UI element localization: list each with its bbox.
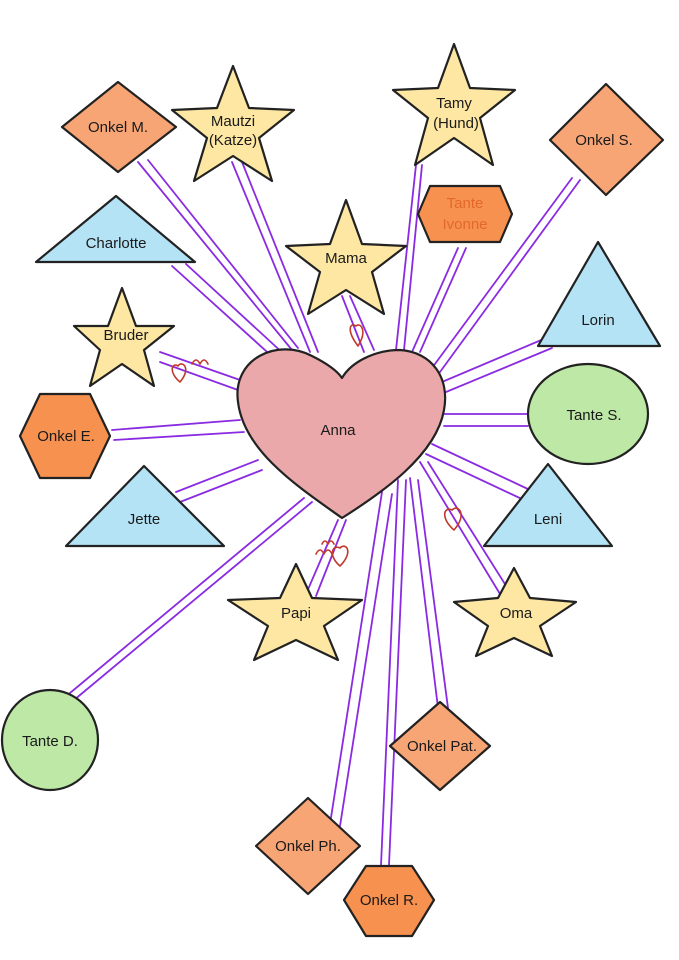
doodle-squiggle-icon <box>191 359 209 365</box>
star-shape <box>452 566 578 658</box>
node-label-line2: (Hund) <box>433 115 479 132</box>
node-label: Leni <box>534 511 562 528</box>
node-label: Onkel Ph. <box>275 838 341 855</box>
heart-shape <box>236 348 447 520</box>
node-jette: Jette <box>64 464 226 548</box>
node-label-line1: Mautzi <box>211 113 255 130</box>
circle-shape <box>0 688 100 792</box>
center-heart: Anna <box>236 348 447 520</box>
connection-onkel-ph <box>329 491 393 827</box>
node-label: Onkel E. <box>37 428 95 445</box>
node-label: Papi <box>281 605 311 622</box>
node-tante-ivonne: Tante Ivonne <box>416 184 514 244</box>
node-label: Tante D. <box>22 733 78 750</box>
node-label-line1: Tante <box>447 195 484 212</box>
node-onkel-s: Onkel S. <box>548 82 665 197</box>
hexagon-shape <box>416 184 514 244</box>
node-onkel-e: Onkel E. <box>18 392 112 480</box>
node-onkel-m: Onkel M. <box>60 80 178 174</box>
triangle-shape <box>34 194 197 264</box>
connection-mautzi <box>231 161 319 353</box>
node-label: Jette <box>128 511 161 528</box>
node-label: Oma <box>500 605 533 622</box>
center-label: Anna <box>320 422 356 439</box>
connection-onkel-r <box>379 479 407 889</box>
triangle-shape <box>482 462 614 548</box>
connection-onkel-pat <box>409 477 449 709</box>
node-tante-s: Tante S. <box>526 362 650 466</box>
node-leni: Leni <box>482 462 614 548</box>
node-label-line2: (Katze) <box>209 132 257 149</box>
node-label: Onkel S. <box>575 132 633 149</box>
node-label-line2: Ivonne <box>442 216 487 233</box>
node-onkel-ph: Onkel Ph. <box>254 796 362 896</box>
connection-charlotte <box>171 263 287 361</box>
node-label-line1: Tamy <box>436 95 472 112</box>
star-shape <box>170 64 296 183</box>
node-mama: Mama <box>284 198 408 316</box>
connection-tamy <box>395 164 423 351</box>
star-shape <box>284 198 408 316</box>
node-tante-d: Tante D. <box>0 688 100 792</box>
connection-tante-ivonne <box>411 247 467 353</box>
node-label: Mama <box>325 250 367 267</box>
connection-papi <box>305 519 347 597</box>
connection-tante-s <box>443 413 529 427</box>
diamond-shape <box>548 82 665 197</box>
hexagon-shape <box>18 392 112 480</box>
connection-onkel-s <box>431 177 581 373</box>
circle-shape <box>526 362 650 466</box>
doodle-heart-icon <box>331 545 349 567</box>
triangle-shape <box>64 464 226 548</box>
node-bruder: Bruder <box>72 286 176 388</box>
connection-leni <box>425 443 531 501</box>
connection-lines <box>51 159 581 889</box>
node-label: Tante S. <box>566 407 621 424</box>
node-charlotte: Charlotte <box>34 194 197 264</box>
doodle-heart-icon <box>443 507 462 531</box>
node-tamy: Tamy (Hund) <box>391 42 517 167</box>
connection-onkel-m <box>137 159 299 351</box>
doodle-squiggle-icon <box>315 540 335 555</box>
hexagon-shape <box>342 864 436 938</box>
doodle-hearts <box>171 324 462 567</box>
diamond-shape <box>388 700 492 792</box>
connection-lorin <box>441 337 553 393</box>
node-label: Onkel M. <box>88 119 148 136</box>
diamond-shape <box>60 80 178 174</box>
node-oma: Oma <box>452 566 578 658</box>
node-label: Charlotte <box>86 235 147 252</box>
node-papi: Papi <box>226 562 364 662</box>
diamond-shape <box>254 796 362 896</box>
node-label: Onkel R. <box>360 892 418 909</box>
node-mautzi: Mautzi (Katze) <box>170 64 296 183</box>
node-lorin: Lorin <box>536 240 662 348</box>
node-onkel-r: Onkel R. <box>342 864 436 938</box>
connection-jette <box>175 459 263 503</box>
node-label: Lorin <box>581 312 614 329</box>
node-onkel-pat: Onkel Pat. <box>388 700 492 792</box>
doodle-heart-icon <box>349 324 364 347</box>
triangle-shape <box>536 240 662 348</box>
star-shape <box>391 42 517 167</box>
star-shape <box>226 562 364 662</box>
doodle-heart-icon <box>171 363 187 383</box>
node-label: Onkel Pat. <box>407 738 477 755</box>
star-shape <box>72 286 176 388</box>
connection-tante-d <box>51 497 313 711</box>
node-label: Bruder <box>103 327 148 344</box>
connection-oma <box>419 461 511 595</box>
connection-onkel-e <box>111 419 245 441</box>
